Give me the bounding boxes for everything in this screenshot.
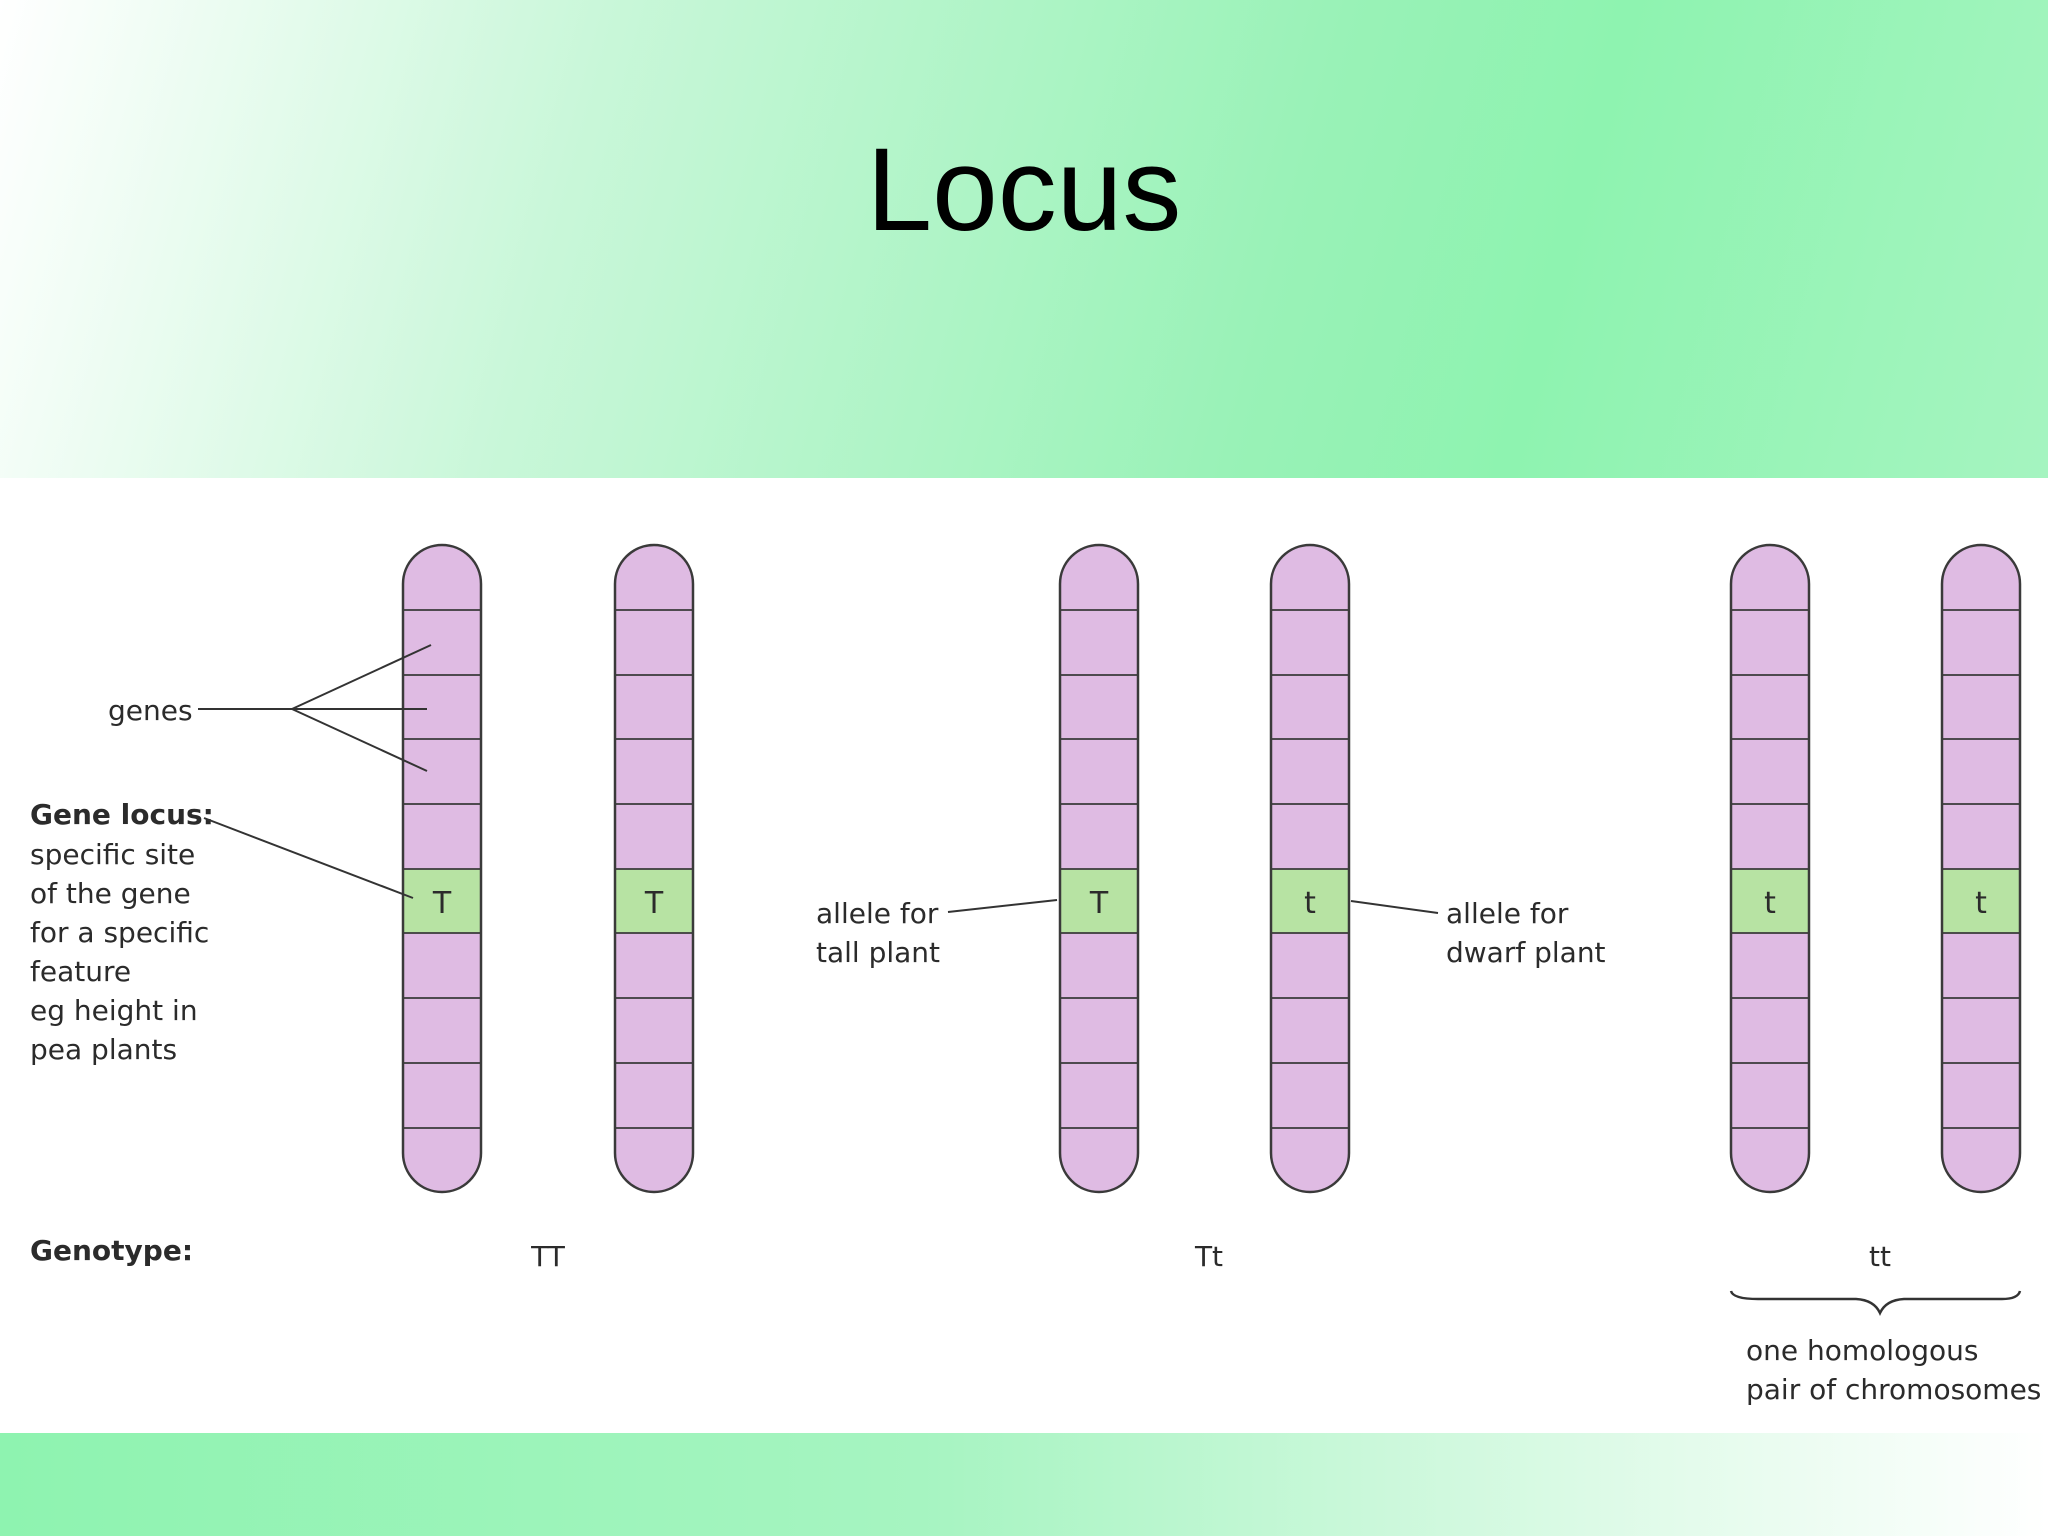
allele-tall-pointer: [947, 899, 1058, 913]
homologous-note: one homologous: [1746, 1334, 1978, 1367]
allele-dwarf-label: allele for: [1446, 897, 1569, 930]
genotype-TT: TT: [530, 1240, 566, 1273]
footer-band: [0, 1433, 2048, 1536]
allele-letter: t: [1975, 886, 1987, 921]
chromosome: t: [1269, 543, 1351, 1194]
gene-locus-line: of the gene: [30, 877, 191, 910]
allele-dwarf-label: dwarf plant: [1446, 936, 1606, 969]
chromosome: T: [613, 543, 695, 1194]
gene-locus-band: [403, 869, 481, 933]
chromosome-outline: [1729, 543, 1811, 1194]
gene-locus-line: pea plants: [30, 1033, 177, 1066]
genotype-tt: tt: [1869, 1240, 1891, 1273]
gene-locus-line: eg height in: [30, 994, 198, 1027]
genotype-Tt: Tt: [1194, 1240, 1223, 1273]
chromosome: T: [401, 543, 483, 1194]
gene-locus-pointer: [203, 817, 414, 899]
gene-locus-band: [1060, 869, 1138, 933]
chromosome: t: [1940, 543, 2022, 1194]
genes-label: genes: [108, 694, 193, 727]
allele-tall-label: allele for: [816, 897, 939, 930]
title-band: [0, 0, 2048, 478]
homologous-note: pair of chromosomes: [1746, 1373, 2041, 1406]
chromosome-outline: [1269, 543, 1351, 1194]
gene-locus-line: for a specific: [30, 916, 209, 949]
allele-letter: t: [1304, 886, 1316, 921]
page-title: Locus: [866, 124, 1182, 256]
chromosome-outline: [1940, 543, 2022, 1194]
chromosome: t: [1729, 543, 1811, 1194]
gene-locus-band: [1942, 869, 2020, 933]
homologous-pair-brace: [1729, 1290, 2022, 1316]
gene-locus-line: specific site: [30, 838, 195, 871]
gene-locus-band: [615, 869, 693, 933]
genes-pointer: [198, 644, 432, 772]
allele-letter: t: [1764, 886, 1776, 921]
gene-locus-line: feature: [30, 955, 131, 988]
gene-locus-band: [1271, 869, 1349, 933]
allele-letter: T: [432, 886, 452, 921]
chromosome-outline: [1058, 543, 1140, 1194]
chromosome-outline: [401, 543, 483, 1194]
gene-locus-heading: Gene locus:: [30, 798, 214, 831]
allele-letter: T: [644, 886, 664, 921]
allele-dwarf-pointer: [1350, 900, 1439, 914]
chromosome: T: [1058, 543, 1140, 1194]
genotype-label: Genotype:: [30, 1234, 193, 1267]
gene-locus-band: [1731, 869, 1809, 933]
chromosome-outline: [613, 543, 695, 1194]
allele-letter: T: [1089, 886, 1109, 921]
allele-tall-label: tall plant: [816, 936, 940, 969]
